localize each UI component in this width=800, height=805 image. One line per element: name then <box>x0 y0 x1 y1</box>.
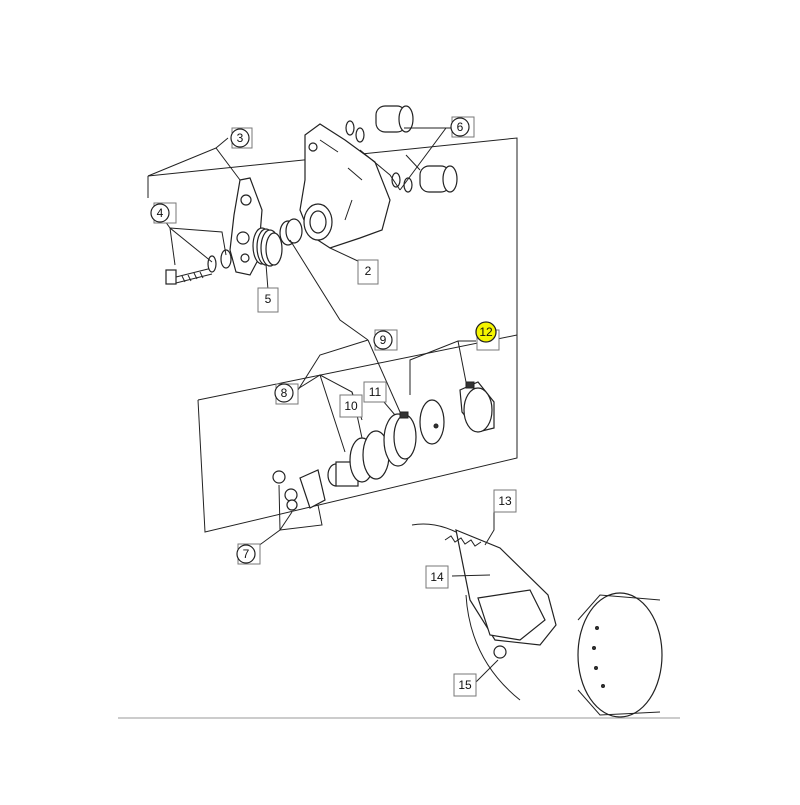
shim-disc <box>419 399 445 445</box>
exploded-view-frame <box>147 137 518 533</box>
callout-13[interactable]: 13 <box>493 489 517 513</box>
callout-9[interactable]: 9 <box>373 329 398 351</box>
svg-text:12: 12 <box>479 325 493 339</box>
callout-2[interactable]: 2 <box>357 259 379 285</box>
svg-text:10: 10 <box>344 399 358 413</box>
callout-10[interactable]: 10 <box>339 394 363 418</box>
svg-text:7: 7 <box>243 547 250 561</box>
callout-5[interactable]: 5 <box>257 287 279 313</box>
svg-text:2: 2 <box>365 264 372 278</box>
svg-text:15: 15 <box>458 678 472 692</box>
svg-text:6: 6 <box>457 120 464 134</box>
piston-part-10 <box>327 430 390 487</box>
callout-6[interactable]: 6 <box>450 116 475 138</box>
callout-15[interactable]: 15 <box>453 673 477 697</box>
caliper-body-part-2 <box>299 123 391 249</box>
callout-3[interactable]: 3 <box>230 127 253 149</box>
bushing <box>279 218 303 246</box>
spring-part-5 <box>252 227 283 267</box>
callout-11[interactable]: 11 <box>363 381 387 403</box>
svg-text:8: 8 <box>281 386 288 400</box>
rollers-and-seals-part-6 <box>345 105 458 193</box>
location-inset <box>411 523 663 718</box>
svg-text:3: 3 <box>237 131 244 145</box>
bearing-balls-part-7 <box>272 469 326 511</box>
svg-text:5: 5 <box>265 292 272 306</box>
callout-7[interactable]: 7 <box>236 543 261 565</box>
svg-text:11: 11 <box>369 385 382 399</box>
callout-12[interactable]: 12 <box>475 321 500 351</box>
svg-text:13: 13 <box>498 494 512 508</box>
bolt-and-washers-part-4 <box>165 249 232 285</box>
svg-text:14: 14 <box>430 570 444 584</box>
callout-14[interactable]: 14 <box>425 565 449 589</box>
callout-8[interactable]: 8 <box>274 383 299 405</box>
seal-ring-part-11 <box>383 411 417 467</box>
callout-4[interactable]: 4 <box>150 202 177 224</box>
brake-pad-part-12 <box>459 381 495 433</box>
svg-text:9: 9 <box>380 333 387 347</box>
svg-text:4: 4 <box>157 206 164 220</box>
